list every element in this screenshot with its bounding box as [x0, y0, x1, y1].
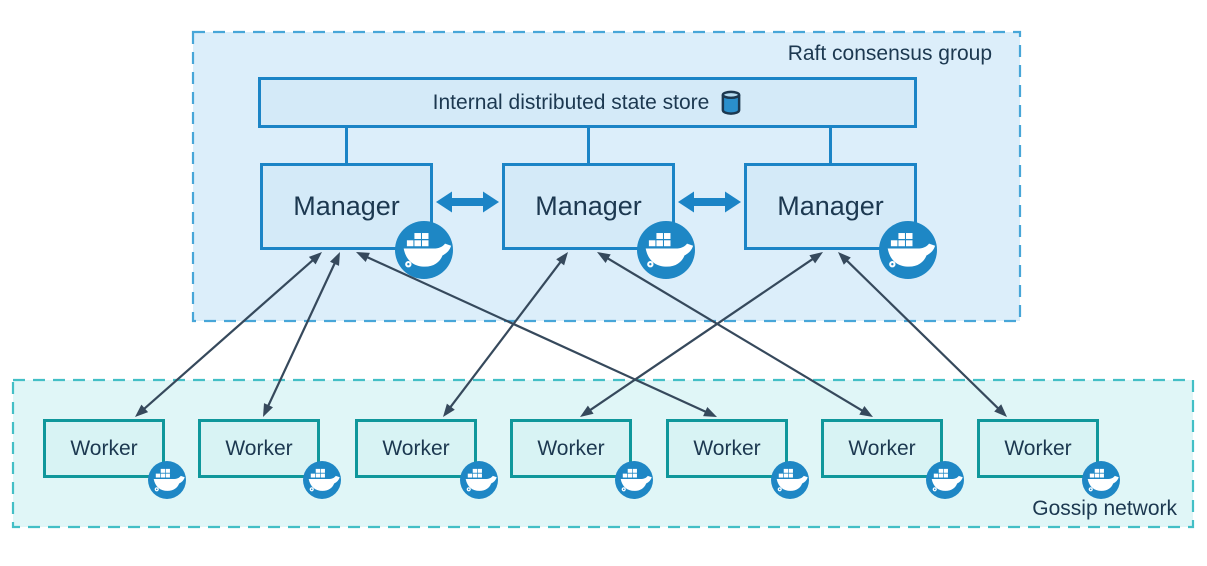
worker-1-label: Worker: [70, 437, 138, 460]
docker-whale-icon: [926, 461, 964, 499]
worker-node-7: Worker: [977, 419, 1120, 499]
manager-node-3: Manager: [744, 163, 937, 279]
worker-6-label: Worker: [848, 437, 916, 460]
docker-whale-icon: [148, 461, 186, 499]
worker-node-4: Worker: [510, 419, 653, 499]
worker-node-6: Worker: [821, 419, 964, 499]
manager-1-label: Manager: [293, 191, 400, 221]
database-icon: [721, 90, 741, 115]
docker-whale-icon: [771, 461, 809, 499]
gossip-group-label: Gossip network: [1032, 497, 1177, 520]
worker-node-3: Worker: [355, 419, 498, 499]
worker-4-label: Worker: [537, 437, 605, 460]
docker-whale-icon: [615, 461, 653, 499]
state-store-box: Internal distributed state store: [258, 77, 917, 128]
raft-group-label: Raft consensus group: [787, 42, 992, 65]
worker-node-5: Worker: [666, 419, 809, 499]
docker-whale-icon: [460, 461, 498, 499]
docker-whale-icon: [1082, 461, 1120, 499]
docker-whale-icon: [303, 461, 341, 499]
worker-5-label: Worker: [693, 437, 761, 460]
docker-whale-icon: [879, 221, 937, 279]
worker-7-label: Worker: [1004, 437, 1072, 460]
docker-whale-icon: [395, 221, 453, 279]
manager-node-1: Manager: [260, 163, 453, 279]
worker-node-1: Worker: [43, 419, 186, 499]
worker-2-label: Worker: [225, 437, 293, 460]
worker-3-label: Worker: [382, 437, 450, 460]
docker-whale-icon: [637, 221, 695, 279]
manager-3-label: Manager: [777, 191, 884, 221]
manager-node-2: Manager: [502, 163, 695, 279]
worker-node-2: Worker: [198, 419, 341, 499]
manager-2-label: Manager: [535, 191, 642, 221]
state-store-label: Internal distributed state store: [432, 90, 710, 114]
